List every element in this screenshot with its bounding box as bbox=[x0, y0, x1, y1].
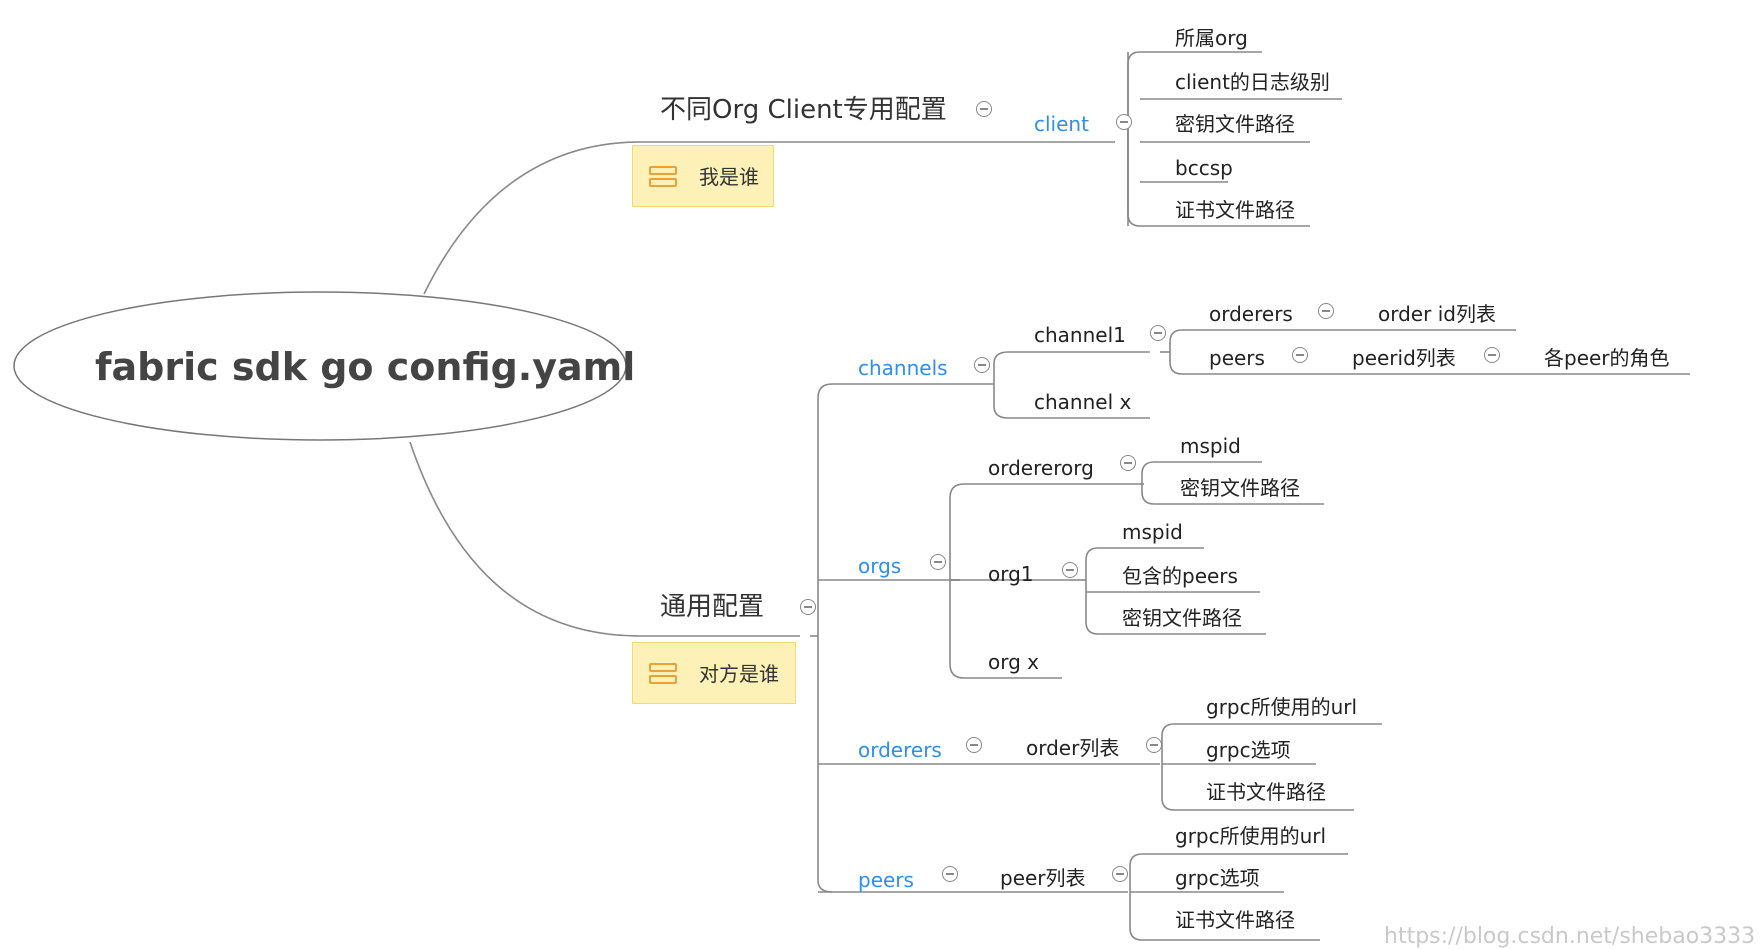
leaf-node[interactable]: mspid bbox=[1122, 520, 1183, 544]
node-ordererorg[interactable]: ordererorg bbox=[988, 456, 1094, 480]
node-channel1[interactable]: channel1 bbox=[1034, 323, 1126, 347]
collapse-toggle-icon[interactable] bbox=[1146, 737, 1162, 753]
leaf-node[interactable]: bccsp bbox=[1175, 156, 1233, 180]
note-text: 对方是谁 bbox=[699, 662, 779, 686]
note-icon bbox=[649, 663, 677, 685]
leaf-node[interactable]: 密钥文件路径 bbox=[1175, 112, 1295, 136]
leaf-node[interactable]: 证书文件路径 bbox=[1206, 780, 1326, 804]
node-peerid-list[interactable]: peerid列表 bbox=[1352, 346, 1456, 370]
collapse-toggle-icon[interactable] bbox=[1318, 303, 1334, 319]
leaf-node[interactable]: grpc所使用的url bbox=[1206, 695, 1358, 719]
leaf-node[interactable]: mspid bbox=[1180, 434, 1241, 458]
node-org-x[interactable]: org x bbox=[988, 650, 1039, 674]
node-channels[interactable]: channels bbox=[858, 356, 948, 380]
collapse-toggle-icon[interactable] bbox=[930, 554, 946, 570]
collapse-toggle-icon[interactable] bbox=[1484, 347, 1500, 363]
node-peer-list[interactable]: peer列表 bbox=[1000, 866, 1086, 890]
branch-client-config[interactable]: 不同Org Client专用配置 bbox=[660, 95, 947, 125]
collapse-toggle-icon[interactable] bbox=[1120, 455, 1136, 471]
node-peers[interactable]: peers bbox=[1209, 346, 1265, 370]
collapse-toggle-icon[interactable] bbox=[976, 101, 992, 117]
leaf-node[interactable]: grpc所使用的url bbox=[1175, 824, 1327, 848]
collapse-toggle-icon[interactable] bbox=[1292, 347, 1308, 363]
leaf-node[interactable]: 各peer的角色 bbox=[1544, 346, 1670, 370]
node-client[interactable]: client bbox=[1034, 112, 1089, 136]
node-orderers[interactable]: orderers bbox=[858, 738, 942, 762]
leaf-node[interactable]: client的日志级别 bbox=[1175, 70, 1330, 94]
leaf-node[interactable]: grpc选项 bbox=[1206, 738, 1291, 762]
leaf-node[interactable]: 包含的peers bbox=[1122, 564, 1238, 588]
leaf-node[interactable]: 证书文件路径 bbox=[1175, 198, 1295, 222]
root-node[interactable]: fabric sdk go config.yaml bbox=[95, 345, 636, 389]
leaf-node[interactable]: order id列表 bbox=[1378, 302, 1496, 326]
note-box[interactable]: 我是谁 bbox=[632, 145, 774, 207]
collapse-toggle-icon[interactable] bbox=[1062, 562, 1078, 578]
node-orgs[interactable]: orgs bbox=[858, 554, 902, 578]
collapse-toggle-icon[interactable] bbox=[966, 737, 982, 753]
collapse-toggle-icon[interactable] bbox=[800, 599, 816, 615]
leaf-node[interactable]: 证书文件路径 bbox=[1175, 908, 1295, 932]
leaf-node[interactable]: 密钥文件路径 bbox=[1180, 476, 1300, 500]
leaf-node[interactable]: grpc选项 bbox=[1175, 866, 1260, 890]
leaf-node[interactable]: 所属org bbox=[1175, 26, 1248, 50]
note-text: 我是谁 bbox=[699, 165, 759, 189]
collapse-toggle-icon[interactable] bbox=[1112, 866, 1128, 882]
root-node-outline bbox=[13, 291, 627, 441]
collapse-toggle-icon[interactable] bbox=[1150, 325, 1166, 341]
node-orderers[interactable]: orderers bbox=[1209, 302, 1293, 326]
node-org1[interactable]: org1 bbox=[988, 562, 1034, 586]
leaf-node[interactable]: 密钥文件路径 bbox=[1122, 606, 1242, 630]
node-channel-x[interactable]: channel x bbox=[1034, 390, 1132, 414]
note-box[interactable]: 对方是谁 bbox=[632, 642, 796, 704]
collapse-toggle-icon[interactable] bbox=[942, 866, 958, 882]
node-peers[interactable]: peers bbox=[858, 868, 914, 892]
node-order-list[interactable]: order列表 bbox=[1026, 736, 1120, 760]
note-icon bbox=[649, 166, 677, 188]
branch-common-config[interactable]: 通用配置 bbox=[660, 592, 765, 622]
collapse-toggle-icon[interactable] bbox=[1116, 114, 1132, 130]
collapse-toggle-icon[interactable] bbox=[974, 357, 990, 373]
watermark: https://blog.csdn.net/shebao3333 bbox=[1384, 924, 1756, 949]
